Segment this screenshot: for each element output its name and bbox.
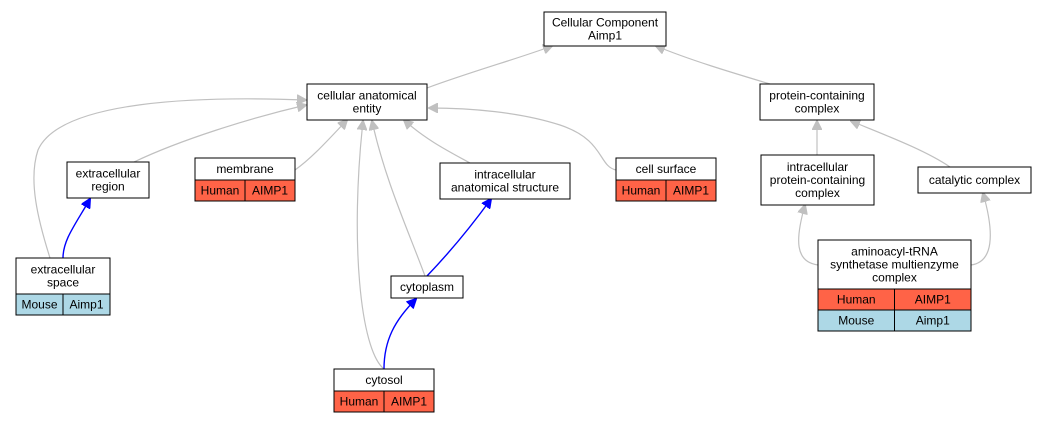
node-label-line: complex bbox=[795, 102, 840, 116]
gene-cell bbox=[665, 179, 717, 202]
node-box bbox=[439, 162, 571, 200]
gene-cell bbox=[62, 293, 111, 316]
node-cytoplasm[interactable]: cytoplasm bbox=[390, 275, 464, 299]
edge-pcc-root-is-a bbox=[656, 46, 771, 85]
edge-ecr-cae-is-a bbox=[133, 105, 306, 163]
gene-cell bbox=[244, 179, 296, 202]
node-catalytic[interactable]: catalytic complex bbox=[917, 166, 1032, 194]
species-label: Human bbox=[622, 184, 661, 198]
species-label: Human bbox=[340, 395, 379, 409]
node-label-line: extracellular bbox=[31, 263, 96, 277]
gene-label: AIMP1 bbox=[673, 184, 709, 198]
node-box bbox=[817, 239, 972, 290]
node-label-line: space bbox=[47, 276, 79, 290]
node-label-line: complex bbox=[795, 186, 840, 200]
species-label: Human bbox=[837, 293, 876, 307]
node-box bbox=[306, 83, 428, 121]
node-label-line: aminoacyl-tRNA bbox=[851, 245, 938, 259]
node-box bbox=[917, 166, 1032, 194]
edge-catalytic-pcc-is-a bbox=[851, 121, 951, 168]
node-label-line: Aimp1 bbox=[588, 29, 622, 43]
node-label-line: region bbox=[91, 180, 124, 194]
edge-cellsurface-cae-is-a bbox=[429, 108, 617, 171]
node-box bbox=[759, 83, 875, 121]
gene-label: AIMP1 bbox=[252, 184, 288, 198]
edge-ias-cae-is-a bbox=[404, 120, 471, 164]
node-box bbox=[15, 257, 111, 295]
edge-ecs-ecr-part-of bbox=[62, 199, 90, 259]
edge-cytosol-cytoplasm-part-of bbox=[383, 299, 416, 370]
species-label: Mouse bbox=[838, 314, 874, 328]
annotation-row-human: Human AIMP1 bbox=[333, 390, 435, 413]
gene-cell bbox=[383, 390, 435, 413]
edge-cytosol-cae-is-a bbox=[356, 121, 385, 370]
node-label-line: synthetase multienzyme bbox=[830, 258, 959, 272]
node-label-line: Cellular Component bbox=[552, 16, 659, 30]
node-label-line: cell surface bbox=[636, 162, 697, 176]
node-label-line: intracellular bbox=[474, 168, 535, 182]
node-box bbox=[543, 11, 667, 47]
gene-cell bbox=[894, 309, 972, 332]
node-box bbox=[66, 161, 150, 199]
species-label: Mouse bbox=[21, 298, 57, 312]
edges-layer bbox=[33, 46, 991, 370]
node-label-line: catalytic complex bbox=[929, 173, 1020, 187]
edge-atrna-catalytic-is-a bbox=[970, 193, 991, 266]
node-label-line: complex bbox=[872, 271, 917, 285]
node-label-line: membrane bbox=[216, 162, 274, 176]
annotation-row-human: Human AIMP1 bbox=[194, 179, 296, 202]
annotation-row-mouse: Mouse Aimp1 bbox=[15, 293, 111, 316]
gene-label: Aimp1 bbox=[916, 314, 950, 328]
node-box bbox=[760, 154, 875, 206]
edge-cytoplasm-cae-is-a bbox=[372, 121, 426, 277]
edge-cytoplasm-ias-part-of bbox=[426, 199, 491, 277]
node-label-line: extracellular bbox=[76, 167, 141, 181]
node-label-line: protein-containing bbox=[769, 89, 864, 103]
node-label-line: cytosol bbox=[365, 373, 402, 387]
annotation-row-human: Human AIMP1 bbox=[615, 179, 717, 202]
gene-label: AIMP1 bbox=[391, 395, 427, 409]
edge-atrna-ipcc-is-a bbox=[799, 205, 819, 266]
gene-label: Aimp1 bbox=[69, 298, 103, 312]
node-box bbox=[390, 275, 464, 299]
node-label-line: cellular anatomical bbox=[317, 89, 416, 103]
edge-ecs-cae-is-a bbox=[33, 99, 306, 259]
annotation-row-human: Human AIMP1 bbox=[817, 288, 972, 311]
node-label-line: anatomical structure bbox=[451, 181, 559, 195]
edge-cae-root-is-a bbox=[426, 46, 552, 89]
node-label-line: protein-containing bbox=[770, 173, 865, 187]
gene-label: AIMP1 bbox=[915, 293, 951, 307]
annotation-row-mouse: Mouse Aimp1 bbox=[817, 309, 972, 332]
species-label: Human bbox=[201, 184, 240, 198]
node-label-line: intracellular bbox=[787, 160, 848, 174]
edge-membrane-cae-is-a bbox=[294, 120, 347, 171]
node-label-line: cytoplasm bbox=[400, 280, 454, 294]
node-label-line: entity bbox=[353, 102, 382, 116]
